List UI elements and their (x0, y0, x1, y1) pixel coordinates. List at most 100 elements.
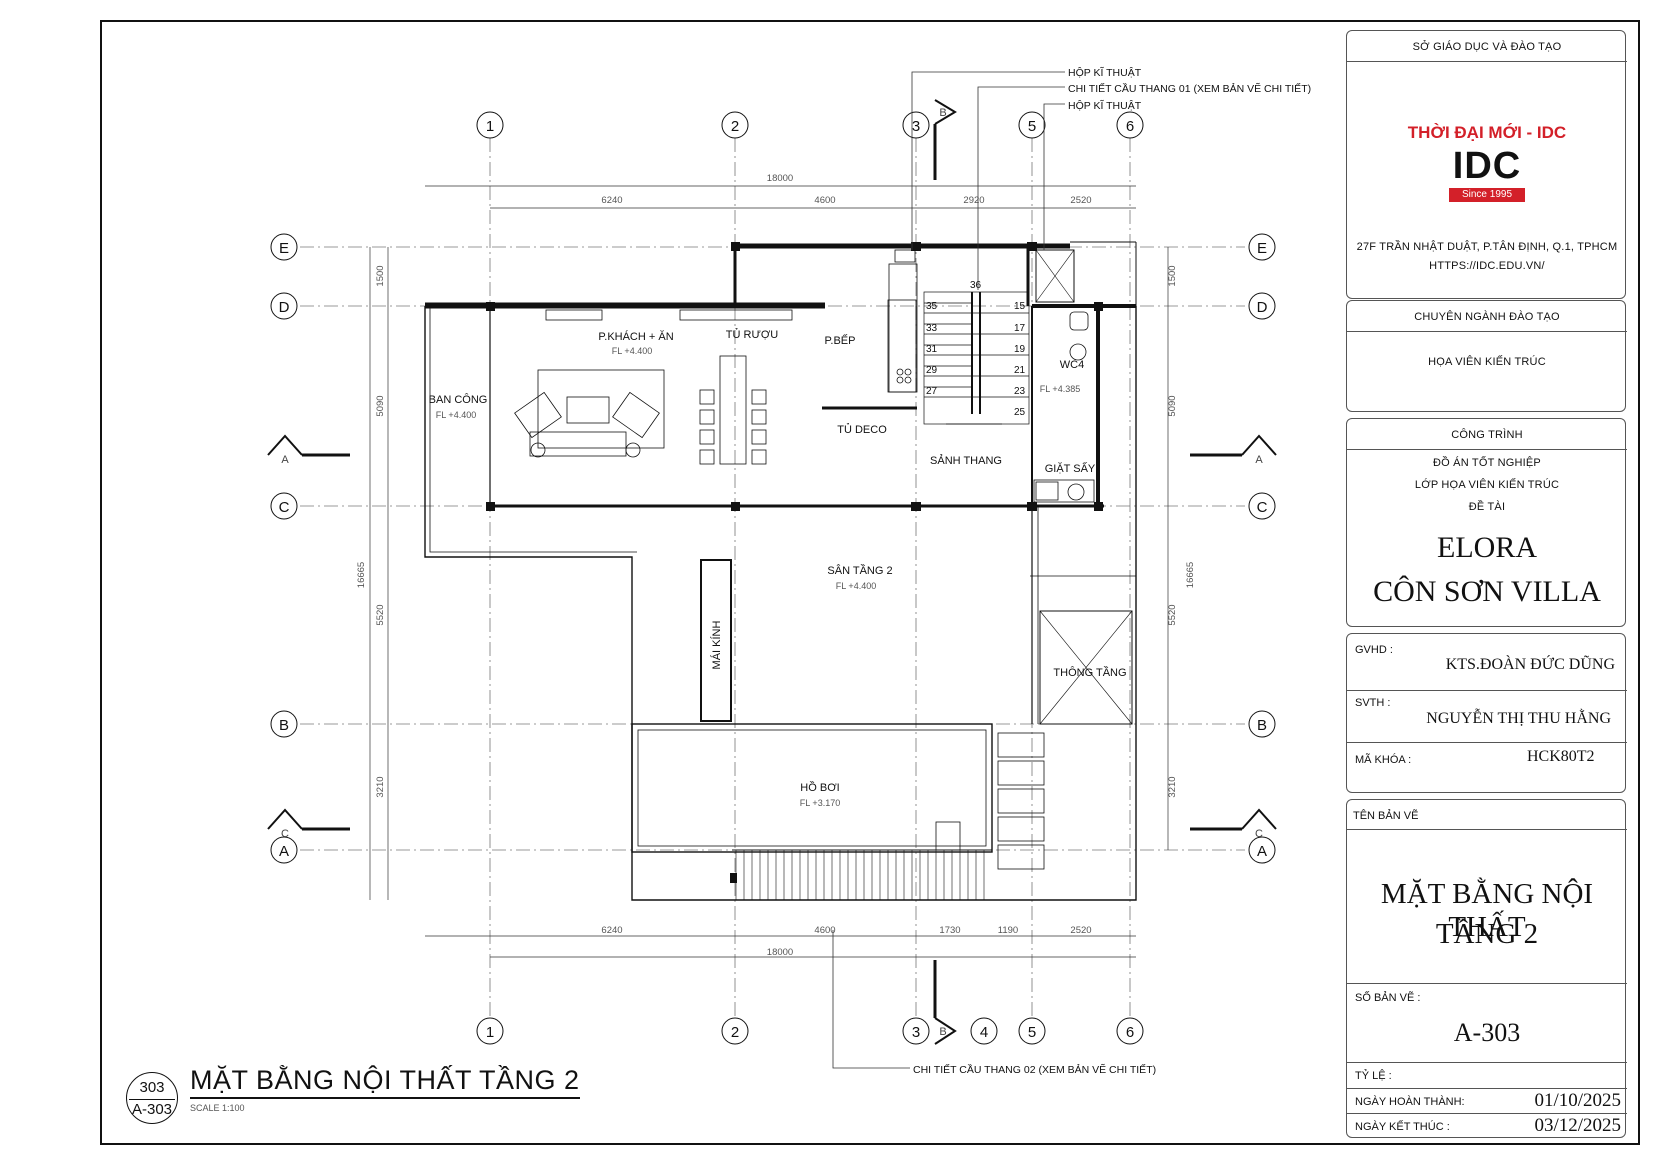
section-label-c-left: C (281, 828, 289, 840)
dimension-labels: 18000 6240 4600 2920 2520 6240 4600 1730… (356, 173, 1196, 958)
dim-right-total: 16665 (1185, 562, 1196, 588)
grid-label-left-d: D (279, 299, 290, 316)
stair-num-19: 19 (1014, 344, 1026, 355)
thesis-label: ĐỒ ÁN TỐT NGHIỆP (1433, 457, 1541, 469)
sheet-no-value: A-303 (1453, 1018, 1521, 1047)
project-panel: CÔNG TRÌNH ĐỒ ÁN TỐT NGHIỆP LỚP HỌA VIÊN… (1346, 418, 1627, 627)
room-pool: HỒ BƠI (800, 781, 839, 794)
room-hall: SẢNH THANG (930, 454, 1002, 467)
dim-side-1: 1500 (375, 265, 386, 286)
room-floor2-level: FL +4.400 (836, 581, 876, 591)
drawing-reference-bubble: 303 A-303 (126, 1072, 178, 1124)
room-laundry: GIẶT SẤY (1045, 462, 1096, 475)
room-balcony: BAN CÔNG (429, 393, 488, 406)
end-date-label: NGÀY KẾT THÚC : (1355, 1121, 1450, 1133)
dimension-lines (369, 185, 1169, 958)
section-marks (267, 99, 1277, 1045)
columns (486, 242, 1103, 883)
grid-label-right-a: A (1257, 843, 1267, 860)
leaders (832, 71, 1065, 1069)
dim-top-1: 6240 (601, 195, 622, 206)
stair-num-15: 15 (1014, 301, 1026, 312)
major-panel: CHUYÊN NGÀNH ĐÀO TẠO HỌA VIÊN KIẾN TRÚC (1346, 300, 1627, 412)
sheet-panel: TÊN BẢN VẼ MẶT BẰNG NỘI THẤT TẦNG 2 SỐ B… (1346, 799, 1627, 1138)
drawing-scale: SCALE 1:100 (190, 1103, 245, 1113)
dim-right-3: 5520 (1167, 604, 1178, 625)
room-deco: TỦ DECO (837, 423, 887, 436)
since-badge: Since 1995 (1449, 188, 1525, 202)
dim-top-3: 2920 (963, 195, 984, 206)
project-name-line2: CÔN SƠN VILLA (1373, 575, 1601, 608)
sheet-name-line2: TẦNG 2 (1435, 918, 1539, 950)
room-floor2: SÂN TẦNG 2 (827, 564, 892, 577)
section-label-b-bottom: B (939, 1026, 946, 1038)
dim-right-2: 5090 (1167, 395, 1178, 416)
divider (1347, 1113, 1627, 1114)
section-label-b-top: B (939, 107, 946, 119)
department-label: SỞ GIÁO DỤC VÀ ĐÀO TẠO (1412, 41, 1562, 53)
section-label-a-left: A (281, 454, 289, 466)
leader-texts: HỘP KĨ THUẬT CHI TIẾT CẦU THANG 01 (XEM … (913, 66, 1311, 1076)
stair-num-29: 29 (926, 365, 938, 376)
sheet-no-label: SỐ BẢN VẼ : (1355, 992, 1421, 1004)
note-tech-box-2: HỘP KĨ THUẬT (1068, 99, 1142, 112)
stair-num-21: 21 (1014, 365, 1026, 376)
room-glass-roof: MÁI KÍNH (710, 621, 723, 670)
grid-label-right-d: D (1257, 299, 1268, 316)
room-kitchen: P.BẾP (825, 334, 856, 347)
stair-01 (923, 291, 1030, 425)
grid-labels: 1 2 3 5 6 1 2 3 4 5 6 E D C B A E D C B … (279, 118, 1268, 1041)
grid-label-top-5: 5 (1028, 118, 1036, 135)
project-name-line1: ELORA (1437, 531, 1537, 564)
note-tech-box-1: HỘP KĨ THUẬT (1068, 66, 1142, 79)
room-void: THÔNG TẦNG (1053, 666, 1126, 679)
major-label: CHUYÊN NGÀNH ĐÀO TẠO (1414, 311, 1560, 323)
gvhd-label: GVHD : (1355, 644, 1393, 656)
class-label: LỚP HỌA VIÊN KIẾN TRÚC (1414, 479, 1560, 491)
section-label-a-right: A (1255, 454, 1263, 466)
sheet-name-line1: MẶT BẰNG NỘI THẤT (1380, 878, 1594, 943)
topic-label: ĐỀ TÀI (1468, 501, 1506, 513)
done-date-label: NGÀY HOÀN THÀNH: (1355, 1096, 1465, 1108)
grid-label-bottom-6: 6 (1126, 1024, 1134, 1041)
grid-label-left-a: A (279, 843, 289, 860)
room-pool-level: FL +3.170 (800, 798, 840, 808)
idc-logo: IDC (1452, 145, 1522, 187)
room-wc-level: FL +4.385 (1040, 384, 1080, 394)
gvhd-value: KTS.ĐOÀN ĐỨC DŨNG (1445, 656, 1615, 673)
stair-num-23: 23 (1014, 386, 1026, 397)
dim-bottom-4: 1190 (998, 925, 1018, 936)
course-label: MÃ KHÓA : (1355, 754, 1412, 766)
divider (1347, 1088, 1627, 1089)
grid-label-right-c: C (1257, 499, 1268, 516)
website: HTTPS://IDC.EDU.VN/ (1429, 260, 1545, 272)
stair-num-35: 35 (926, 301, 938, 312)
stair-num-33: 33 (926, 323, 938, 334)
dim-bottom-3: 1730 (939, 925, 960, 936)
grid-label-bottom-5: 5 (1028, 1024, 1036, 1041)
divider (1347, 1062, 1627, 1063)
grid-label-left-e: E (279, 240, 289, 257)
school-panel: SỞ GIÁO DỤC VÀ ĐÀO TẠO THỜI ĐẠI MỚI - ID… (1346, 30, 1627, 299)
sheet-border (100, 20, 1640, 1145)
room-wine: TỦ RƯỢU (726, 328, 778, 341)
stair-num-17: 17 (1014, 323, 1026, 334)
title-block: SỞ GIÁO DỤC VÀ ĐÀO TẠO THỜI ĐẠI MỚI - ID… (1346, 30, 1627, 1138)
course-value: HCK80T2 (1527, 748, 1595, 765)
grid-label-bottom-4: 4 (980, 1024, 988, 1041)
grid-label-left-c: C (279, 499, 290, 516)
grid-label-top-1: 1 (486, 118, 494, 135)
grid-label-bottom-2: 2 (731, 1024, 739, 1041)
dim-bottom-5: 2520 (1070, 925, 1091, 936)
grid-label-top-2: 2 (731, 118, 739, 135)
dim-side-total: 16665 (356, 562, 367, 588)
stair-num-top: 36 (970, 280, 982, 291)
address: 27F TRẦN NHẬT DUẬT, P.TÂN ĐỊNH, Q.1, TPH… (1356, 241, 1618, 253)
brand-name: THỜI ĐẠI MỚI - IDC (1407, 123, 1567, 142)
room-labels: P.KHÁCH + ĂN FL +4.400 TỦ RƯỢU P.BẾP BAN… (429, 328, 1127, 808)
major-value: HỌA VIÊN KIẾN TRÚC (1428, 356, 1546, 368)
end-date-value: 03/12/2025 (1534, 1115, 1621, 1136)
scale-label: TỶ LỆ : (1355, 1070, 1392, 1082)
grid-bubbles (270, 111, 1276, 1045)
dim-top-total: 18000 (767, 173, 793, 184)
